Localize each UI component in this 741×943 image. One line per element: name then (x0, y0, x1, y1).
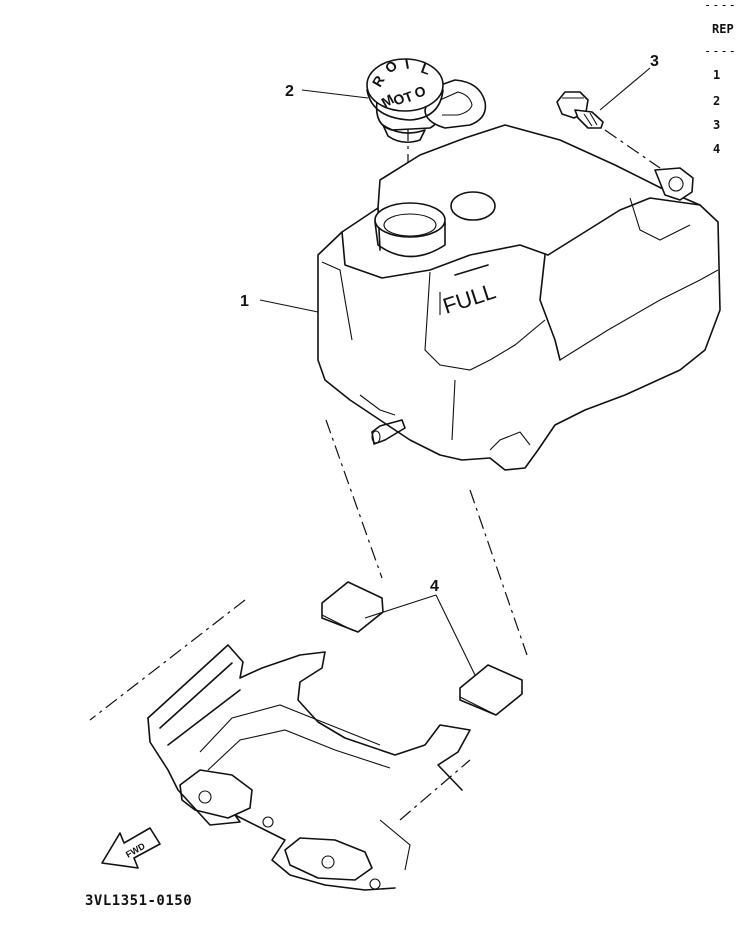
part-number-2: 2 (285, 83, 294, 100)
diagram-code: 3VL1351-0150 (85, 893, 193, 909)
oil-tank: FULL (317, 124, 721, 471)
table-row: 4 (713, 142, 721, 156)
leaders: 1 2 3 4 (240, 53, 659, 676)
forward-direction-arrow: FWD (101, 827, 161, 869)
table-row: 1 (713, 68, 721, 82)
bolt (556, 91, 604, 129)
dampers (321, 581, 523, 716)
part-number-1: 1 (240, 293, 249, 310)
svg-text:I: I (404, 56, 411, 72)
part-number-4: 4 (430, 578, 439, 595)
oil-cap: M O T O R O I L (366, 56, 487, 144)
part-number-3: 3 (650, 53, 659, 70)
svg-text:O: O (413, 83, 428, 101)
table-divider: ---- (704, 44, 737, 58)
reference-table: ---- REP ---- 1 2 3 4 (700, 0, 741, 170)
table-row: 3 (713, 118, 721, 132)
table-row: 2 (713, 94, 721, 108)
table-divider: ---- (704, 0, 737, 12)
table-header: REP (712, 22, 734, 36)
frame-bracket (89, 599, 471, 891)
